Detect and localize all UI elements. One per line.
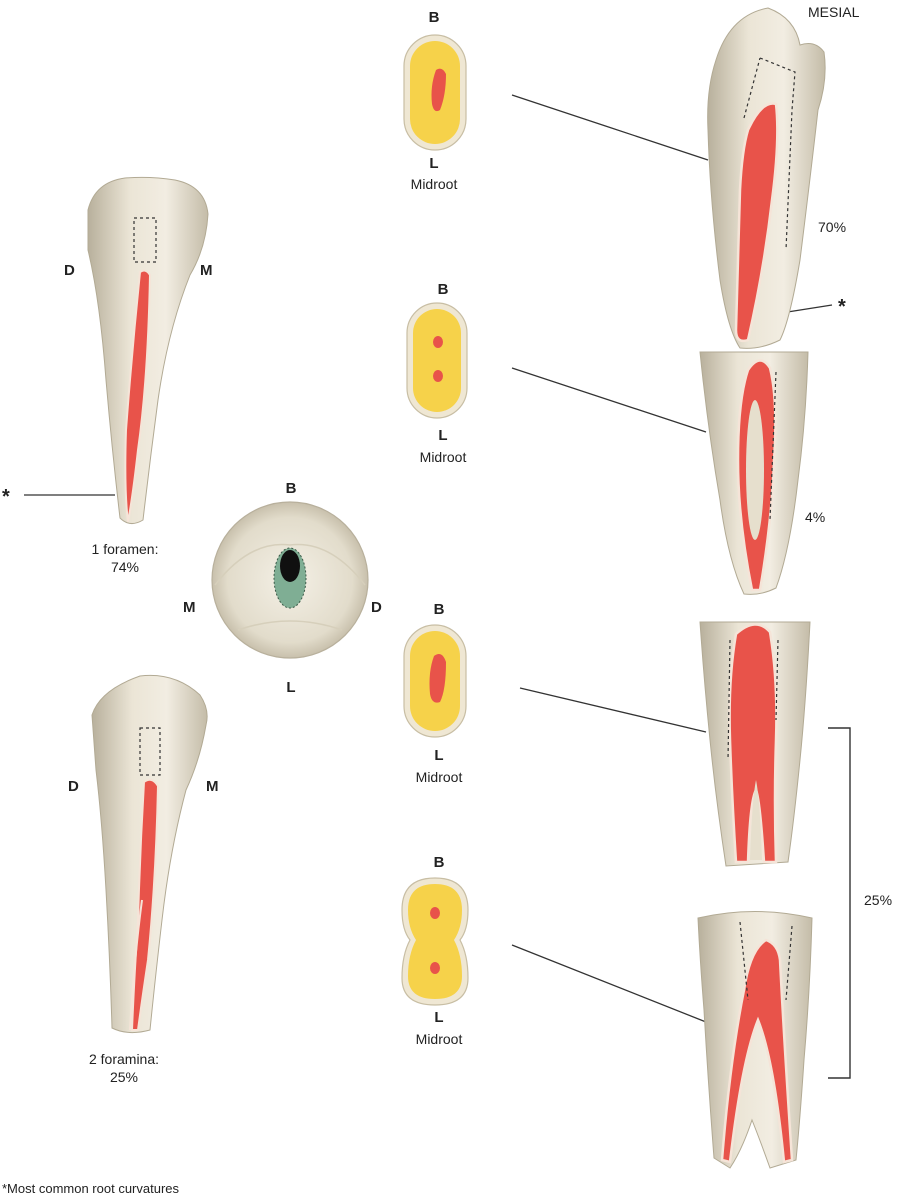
mesial-tooth-type-2 [699, 351, 809, 595]
label-occlusal-distal: D [371, 599, 382, 616]
cs2-lingual: L [438, 427, 448, 444]
cs1-lingual: L [429, 155, 439, 172]
tooth-one-foramen [87, 176, 209, 524]
cs2-buccal: B [437, 281, 449, 298]
cross-section-4 [401, 877, 469, 1006]
cs4-buccal: B [433, 854, 445, 871]
label-occlusal-buccal: B [285, 480, 297, 497]
bracket-25 [828, 727, 851, 1079]
caption-two-foramina-line1: 2 foramina: [88, 1051, 160, 1067]
percent-type-2: 4% [805, 509, 826, 525]
caption-one-foramen-line2: 74% [110, 559, 140, 575]
caption-one-foramen: 1 foramen: 74% [92, 540, 159, 576]
asterisk-left: * [2, 486, 10, 508]
cs4-midroot: Midroot [415, 1031, 463, 1047]
cs3-buccal: B [433, 601, 445, 618]
asterisk-right: * [838, 296, 846, 318]
label-distal-1: D [64, 262, 75, 279]
mesial-tooth-type-4 [697, 911, 813, 1169]
cs4-lingual: L [434, 1009, 444, 1026]
cross-section-2 [406, 302, 468, 419]
label-distal-2: D [68, 778, 79, 795]
mesial-tooth-type-1 [707, 7, 826, 349]
cs3-midroot: Midroot [415, 769, 463, 785]
cs1-buccal: B [428, 9, 440, 26]
tooth-two-foramina [91, 674, 208, 1034]
cross-section-3 [403, 624, 467, 738]
cs2-midroot: Midroot [419, 449, 467, 465]
percent-type-3-4: 25% [864, 892, 893, 908]
cs1-midroot: Midroot [410, 176, 458, 192]
label-occlusal-lingual: L [286, 679, 296, 696]
mesial-view-label: MESIAL [808, 4, 860, 20]
cross-section-1 [403, 34, 467, 151]
mesial-tooth-type-3 [699, 621, 811, 867]
occlusal-view [211, 501, 369, 659]
label-mesial-2: M [206, 778, 219, 795]
caption-two-foramina-line2: 25% [109, 1069, 139, 1085]
footnote: *Most common root curvatures [2, 1181, 180, 1196]
cs3-lingual: L [434, 747, 444, 764]
caption-two-foramina: 2 foramina: 25% [89, 1050, 159, 1086]
label-occlusal-mesial: M [183, 599, 196, 616]
percent-type-1: 70% [818, 219, 847, 235]
label-mesial-1: M [200, 262, 213, 279]
caption-one-foramen-line1: 1 foramen: [91, 541, 159, 557]
